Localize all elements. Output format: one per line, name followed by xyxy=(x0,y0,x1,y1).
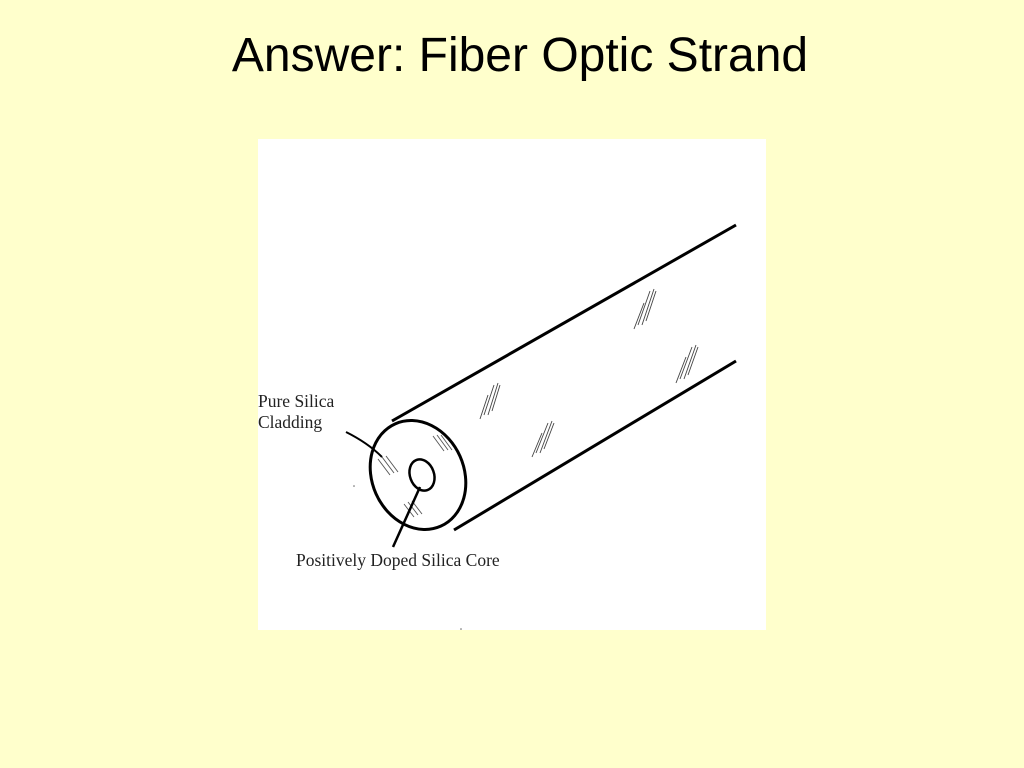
fiber-bottom-edge xyxy=(453,359,737,532)
end-face-hatching xyxy=(377,434,453,518)
core-label: Positively Doped Silica Core xyxy=(296,550,500,570)
scan-speck xyxy=(353,485,355,487)
cladding-label-line2: Cladding xyxy=(258,412,322,432)
cladding-leader-line xyxy=(345,431,383,458)
scan-speck-bottom xyxy=(460,628,462,630)
slide-title: Answer: Fiber Optic Strand xyxy=(231,29,809,82)
fiber-glint-marks xyxy=(479,288,699,458)
cladding-label-line1: Pure Silica xyxy=(258,391,335,411)
core-end-face xyxy=(408,458,436,492)
fiber-top-edge xyxy=(391,223,737,423)
fiber-strand-diagram: Pure Silica Cladding Positively Doped Si… xyxy=(258,223,737,630)
core-leader-line xyxy=(391,486,422,548)
fiber-diagram-panel: Pure Silica Cladding Positively Doped Si… xyxy=(258,139,766,630)
